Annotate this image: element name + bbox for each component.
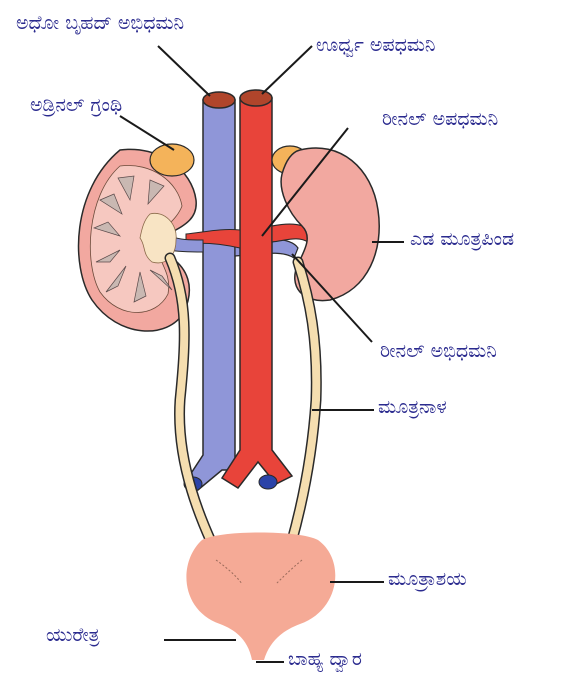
label-renal-vein: ರೀನಲ್ ಅಭಿಧಮನಿ xyxy=(380,342,497,361)
label-adrenal-gland: ಅಡ್ರಿನಲ್ ಗ್ರಂಥಿ xyxy=(30,96,122,115)
label-urinary-bladder: ಮೂತ್ರಾಶಯ xyxy=(388,570,467,589)
label-external-opening: ಬಾಹ್ಯ ದ್ವಾರ xyxy=(288,650,362,669)
label-inferior-vena-cava: ಅಧೋ ಬೃಹದ್ ಅಭಿಧಮನಿ xyxy=(16,14,184,33)
label-abdominal-aorta: ಊರ್ಧ್ವ ಅಪಧಮನಿ xyxy=(316,36,435,55)
label-left-kidney: ಎಡ ಮೂತ್ರಪಿಂಡ xyxy=(410,230,514,249)
label-ureter: ಮೂತ್ರನಾಳ xyxy=(378,398,447,417)
label-renal-artery: ರೀನಲ್ ಅಪಧಮನಿ xyxy=(382,110,498,129)
label-urethra: ಯುರೇತ್ರ xyxy=(46,626,100,645)
